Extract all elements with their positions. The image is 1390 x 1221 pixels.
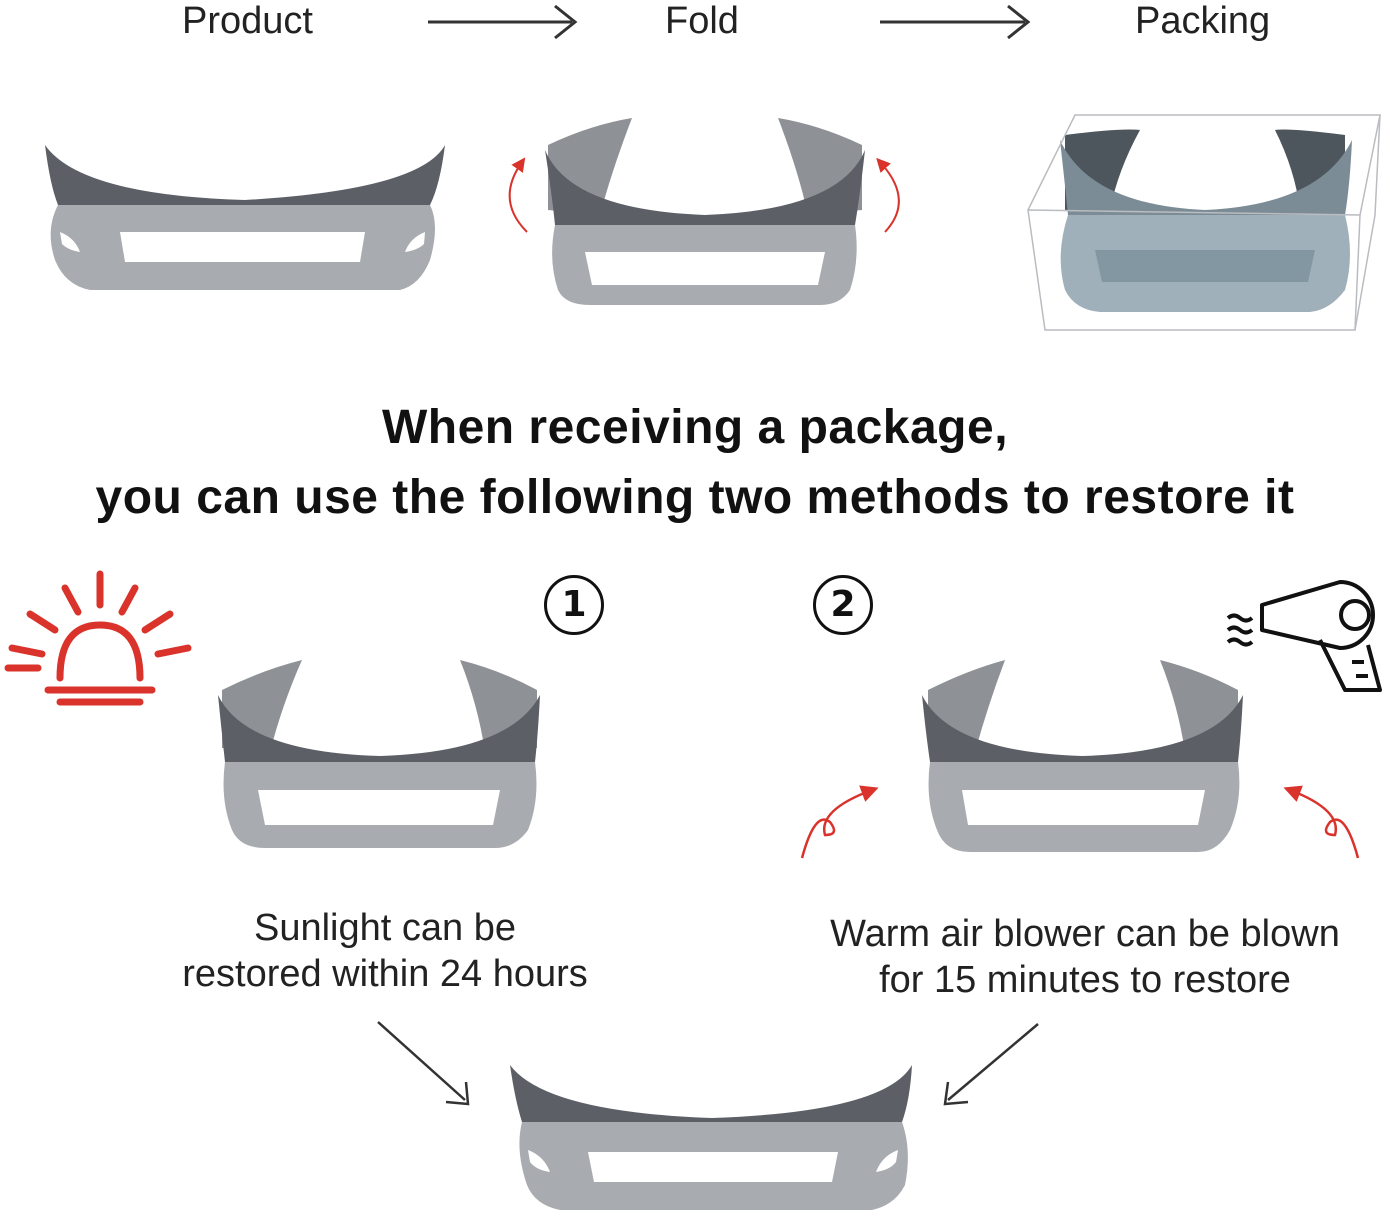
method-2-caption-line-1: Warm air blower can be blown <box>830 913 1340 955</box>
headline-line-1: When receiving a package, <box>381 401 1009 454</box>
method-1-badge: 1 <box>544 575 604 635</box>
bumper-folded <box>508 118 900 305</box>
packing-box <box>1027 114 1381 331</box>
sun-icon <box>4 570 192 706</box>
method-2-badge: 2 <box>813 575 873 635</box>
method-2-caption-line-2: for 15 minutes to restore <box>879 959 1291 1001</box>
method-1-caption-line-2: restored within 24 hours <box>182 953 588 995</box>
arrow-method-1-to-result <box>377 1021 470 1106</box>
arrow-method-2-to-result <box>943 1023 1039 1106</box>
step-label-fold: Fold <box>665 0 739 42</box>
hair-dryer-icon <box>1226 580 1382 692</box>
step-label-product: Product <box>182 0 313 42</box>
step-label-packing: Packing <box>1135 0 1271 42</box>
bumper-folded-method-1 <box>218 660 540 848</box>
bumper-folded-method-2 <box>800 660 1360 859</box>
bumper-flat-product <box>45 145 445 290</box>
method-2-caption: Warm air blower can be blown for 15 minu… <box>780 911 1390 1003</box>
bumper-restored <box>510 1065 912 1210</box>
method-1-caption-line-1: Sunlight can be <box>254 907 516 949</box>
flow-arrow-fold-to-packing <box>880 4 1031 40</box>
flow-arrow-product-to-fold <box>428 4 578 40</box>
method-1-caption: Sunlight can be restored within 24 hours <box>140 905 630 997</box>
headline-line-2: you can use the following two methods to… <box>95 471 1295 524</box>
